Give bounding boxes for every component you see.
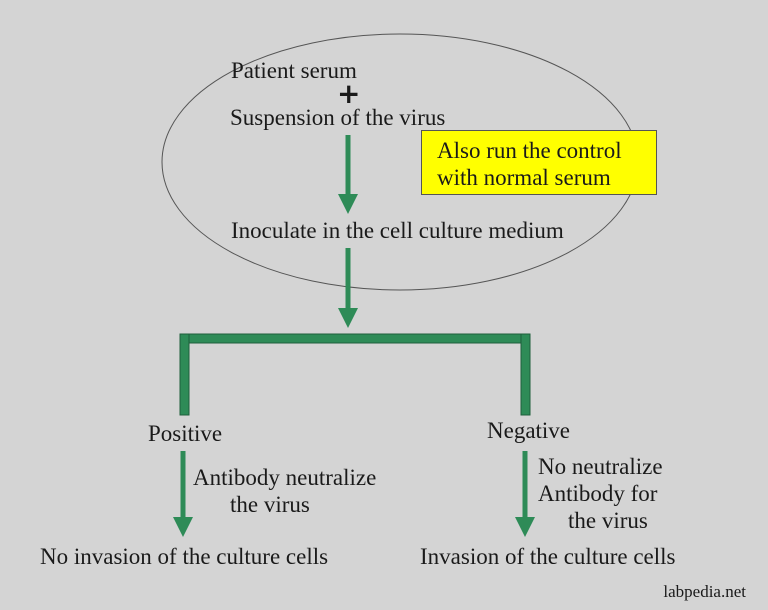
split-right-leg [520, 333, 531, 416]
split-bar [179, 333, 531, 344]
patient-serum-label: Patient serum [231, 58, 357, 83]
inoculate-label: Inoculate in the cell culture medium [231, 218, 564, 243]
negative-label: Negative [487, 418, 571, 443]
positive-result-label: No invasion of the culture cells [40, 544, 329, 569]
source-watermark: labpedia.net [663, 582, 746, 601]
positive-explanation-line-1: Antibody neutralize [193, 465, 377, 490]
split-left-leg [179, 333, 190, 416]
control-note-line-1: Also run the control [437, 138, 622, 163]
plus-icon: + [337, 77, 361, 110]
positive-label: Positive [148, 421, 223, 446]
negative-explanation-line-2: Antibody for [538, 481, 658, 506]
negative-result-label: Invasion of the culture cells [420, 544, 676, 569]
negative-explanation-line-1: No neutralize [538, 454, 663, 479]
negative-explanation-line-3: the virus [568, 508, 648, 533]
control-note-box: Also run the control with normal serum [421, 130, 657, 195]
control-note-line-2: with normal serum [437, 165, 611, 190]
suspension-label: Suspension of the virus [230, 105, 446, 130]
positive-explanation-line-2: the virus [230, 492, 310, 517]
